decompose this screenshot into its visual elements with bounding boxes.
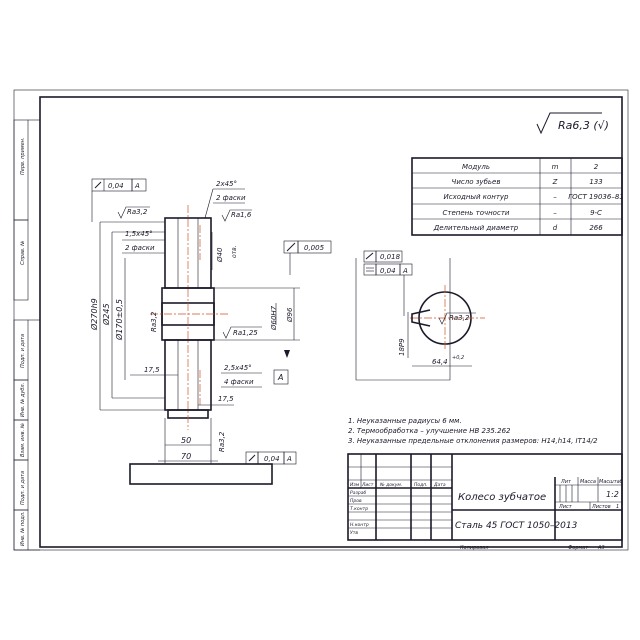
col-lit: Лит (560, 479, 572, 485)
row-sign: Подп. (414, 482, 428, 488)
chamfer-left: 1,5x45° (125, 230, 153, 238)
notes: 1. Неуказанные радиусы 6 мм. 2. Термообр… (348, 417, 598, 445)
table-sym-0: m (552, 163, 559, 171)
roughness-corner-text: Ra6,3 (√) (558, 119, 609, 132)
material: Сталь 45 ГОСТ 1050–2013 (455, 521, 578, 531)
ra-right: Ra3,2 (218, 431, 226, 452)
side-stamp: Перв. примен. Справ. № Подп. и дата Инв.… (13, 119, 40, 551)
row-tkontr: Т.контр (350, 506, 368, 512)
row-date: Дата (433, 482, 446, 488)
chamfer-top-count: 2 фаски (216, 194, 246, 202)
scale-value: 1:2 (606, 490, 619, 499)
dim-17-5-b: 17,5 (218, 395, 234, 403)
part-name: Колесо зубчатое (458, 491, 546, 503)
sheets-number: 1 (616, 504, 619, 510)
table-sym-3: – (553, 209, 557, 217)
row-prov: Пров (350, 498, 362, 504)
base-bar (129, 463, 273, 485)
row-list: Лист (361, 482, 374, 488)
keyway-depth: 64,4 (432, 358, 448, 366)
note-1: 1. Неуказанные радиусы 6 мм. (348, 417, 462, 425)
table-name-1: Число зубьев (452, 178, 501, 186)
sheet-label: Лист (558, 504, 573, 510)
dim-70: 70 (181, 452, 191, 461)
note-2: 2. Термообработка – улучшение НВ 235.262 (348, 427, 511, 435)
table-name-2: Исходный контур (444, 193, 510, 201)
tol-runout-base: A (134, 182, 140, 190)
gear-parameter-table: Модуль m 2 Число зубьев Z 133 Исходный к… (411, 157, 624, 236)
keyway-view: 0,018 0,04 A Ra3,2 18P9 64,4 +0,2 (355, 250, 485, 381)
table-val-0: 2 (594, 163, 599, 171)
sheets-label: Листов (591, 504, 611, 510)
table-sym-2: – (553, 193, 557, 201)
title-block: Колесо зубчатое Сталь 45 ГОСТ 1050–2013 … (347, 453, 623, 551)
table-name-4: Делительный диаметр (433, 224, 519, 232)
roughness-corner: Ra6,3 (√) (536, 112, 609, 135)
dia-245: Ø245 (101, 303, 111, 326)
tol-bottom-base: A (286, 455, 292, 463)
table-val-2: ГОСТ 19036–81 (568, 193, 623, 201)
keyway-width: 18P9 (398, 338, 406, 356)
chamfer-top: 2x45° (216, 180, 237, 188)
stamp-text-3: Подп. и дата (20, 334, 26, 368)
table-val-3: 9-C (590, 209, 602, 217)
keyway-ra: Ra3,2 (449, 314, 470, 322)
table-val-4: 266 (589, 224, 603, 232)
row-izm: Изм (350, 482, 360, 488)
ra-face: Ra1,6 (231, 211, 252, 219)
stamp-text-1: Перв. примен. (20, 137, 26, 175)
row-nkontr: Н.контр (350, 522, 369, 528)
table-sym-1: Z (552, 178, 558, 186)
tol-sym: 0,04 (380, 267, 396, 275)
sheet-inner-frame (39, 96, 623, 548)
base-label: A (277, 373, 283, 382)
stamp-text-7: Инв. № подл. (20, 512, 26, 547)
tol-parallel: 0,018 (380, 253, 401, 261)
stamp-text-6: Подп. и дата (20, 471, 26, 505)
chamfer-left-count: 2 фаски (125, 244, 155, 252)
gear-section-view: 0,04 A 2x45° 2 фаски Ra3,2 Ra1,6 1,5x45°… (89, 178, 332, 485)
tol-bottom: 0,04 (264, 455, 280, 463)
row-doc: № докум. (379, 482, 402, 488)
stamp-text-5: Взам. инв. № (20, 423, 26, 457)
tol-runout: 0,04 (108, 182, 124, 190)
dia-96: Ø96 (286, 307, 294, 323)
thread-note: отв. (231, 245, 238, 258)
stamp-text-4: Инв. № дубл. (20, 383, 26, 417)
dia-60: Ø60H7 (270, 305, 278, 331)
dia-170: Ø170±0,5 (114, 299, 124, 341)
ra-bore: Ra3,2 (150, 311, 158, 332)
ra-125: Ra1,25 (233, 329, 258, 337)
stamp-text-2: Справ. № (20, 241, 26, 265)
col-scale: Масштаб (599, 479, 623, 485)
table-sym-4: d (553, 224, 558, 232)
ra-outer: Ra3,2 (127, 208, 148, 216)
note-3: 3. Неуказанные предельные отклонения раз… (348, 437, 598, 445)
table-val-1: 133 (589, 178, 602, 186)
chamfer-bottom-count: 4 фаски (224, 378, 254, 386)
keyway-depth-tol: +0,2 (452, 355, 464, 361)
tol-base: A (402, 267, 408, 275)
dim-17-5-a: 17,5 (144, 366, 160, 374)
row-razrab: Разраб (350, 490, 366, 496)
table-name-3: Степень точности (443, 209, 510, 217)
copied-label: Копировал (460, 545, 489, 551)
row-utv: Утв (350, 530, 358, 536)
col-mass: Масса (580, 479, 596, 485)
chamfer-bottom: 2,5x45° (224, 364, 252, 372)
table-name-0: Модуль (462, 163, 490, 171)
dim-50: 50 (181, 436, 191, 445)
format-label: Формат (568, 545, 589, 551)
tol-flat: 0,005 (304, 244, 325, 252)
dia-outer: Ø270h9 (89, 298, 99, 331)
format-value: А3 (597, 545, 605, 551)
dia-40: Ø40 (216, 247, 224, 263)
